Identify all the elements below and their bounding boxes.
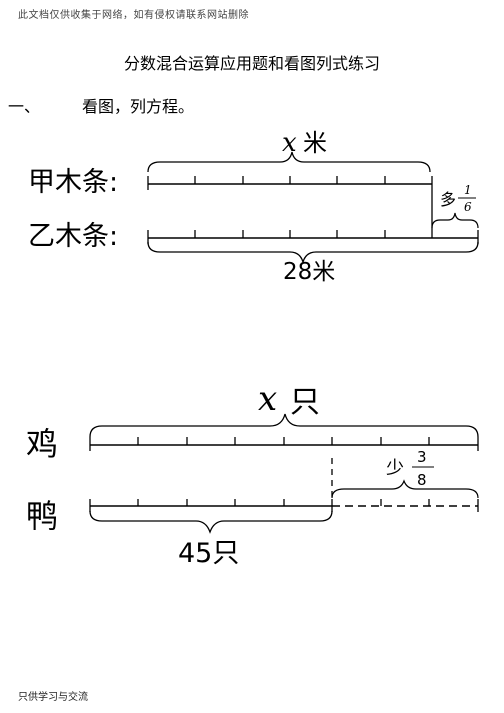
diff-numerator-2: 3 [417,448,427,466]
top-label-unit-2: 只 [290,385,320,420]
bottom-label-1: 28米 [283,259,335,285]
diff-denominator-1: 6 [464,200,472,214]
figure-chicken-duck: x 只 鸡 鸭 [26,379,479,569]
diff-word-1: 多 [440,190,456,209]
diff-denominator-2: 8 [417,471,427,489]
diff-word-2: 少 [386,458,404,479]
row-label-yi: 乙木条: [28,221,118,252]
bottom-label-2: 45只 [178,538,239,569]
top-label-var-2: x [258,379,277,419]
diff-brace-1 [431,212,479,229]
row-label-ya: 鸭 [26,497,58,535]
top-brace-1 [147,151,431,173]
row-label-jia: 甲木条: [28,167,118,198]
bottom-brace-1 [147,241,479,265]
header-note: 此文档仅供收集于网络，如有侵权请联系网站删除 [18,10,249,21]
bottom-brace-2 [89,510,333,534]
footer-note: 只供学习与交流 [18,692,88,703]
diff-numerator-1: 1 [464,183,472,197]
section-number: 一、 [8,97,41,116]
diff-brace-2 [331,479,479,499]
top-label-var-1: x [282,128,297,158]
top-label-unit-1: 米 [303,129,327,157]
chicken-line-ticks [89,437,479,451]
figure-wood-strips: x 米 甲木条: 乙木条: [28,128,479,285]
page-title: 分数混合运算应用题和看图列式练习 [123,54,380,73]
top-brace-2 [89,413,479,438]
yi-strip-ticks [147,230,479,244]
row-label-ji: 鸡 [26,425,58,463]
jia-strip-ticks [147,176,433,238]
duck-line-ticks [89,499,479,512]
section-instruction: 看图，列方程。 [82,97,195,116]
